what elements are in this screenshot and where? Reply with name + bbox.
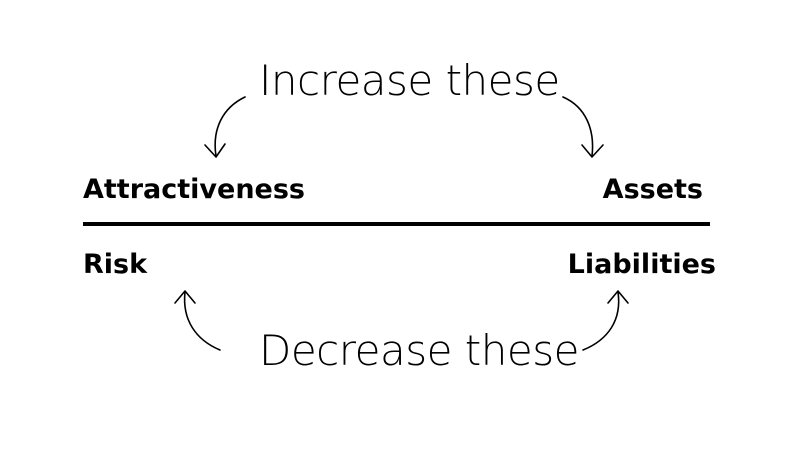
term-assets: Assets (602, 174, 703, 205)
decrease-caption: Decrease these (259, 326, 579, 375)
curved-arrow-down-left-icon (204, 96, 246, 158)
fraction-divider (83, 222, 710, 226)
curved-arrow-up-right-icon (582, 290, 629, 351)
curved-arrow-up-left-icon (174, 290, 221, 351)
term-attractiveness: Attractiveness (83, 174, 305, 205)
term-risk: Risk (83, 249, 148, 280)
increase-caption: Increase these (259, 56, 560, 105)
curved-arrow-down-right-icon (562, 96, 604, 158)
term-liabilities: Liabilities (567, 249, 716, 280)
